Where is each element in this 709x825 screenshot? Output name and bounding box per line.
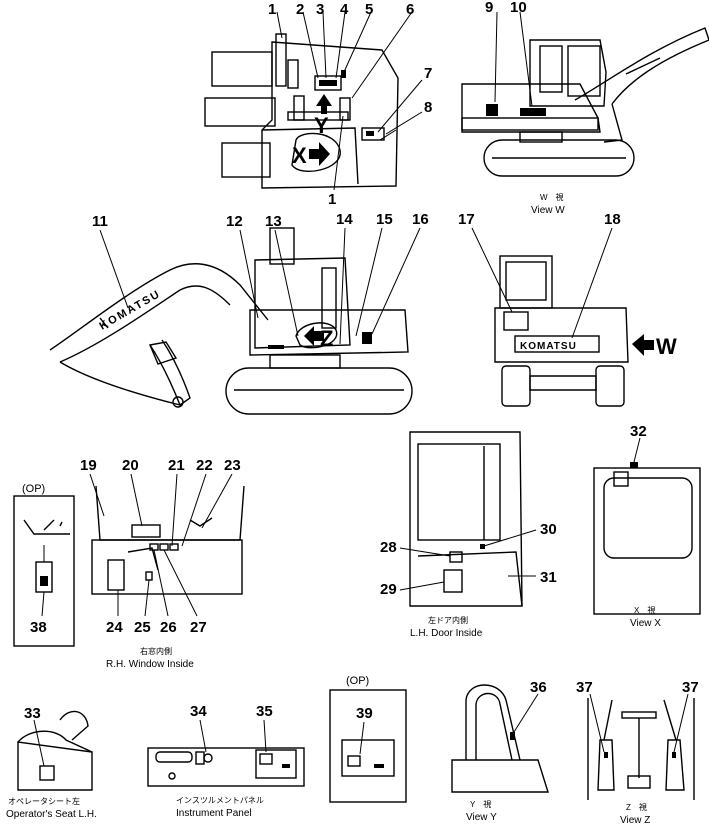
callout-36: 36: [530, 679, 547, 696]
callout-12: 12: [226, 213, 243, 230]
callout-24: 24: [106, 619, 123, 636]
view-y-caption-jp: Y 視: [470, 800, 491, 809]
rh-window-inside: [89, 473, 245, 617]
rh-window-caption: R.H. Window Inside: [106, 659, 194, 670]
excavator-side-view: KOMATSU Z: [49, 227, 421, 415]
callout-34: 34: [190, 703, 207, 720]
callout-22: 22: [196, 457, 213, 474]
instrument-panel: [147, 719, 305, 787]
callout-13: 13: [265, 213, 282, 230]
callout-7: 7: [424, 65, 432, 82]
view-y-panel: [451, 684, 549, 793]
callout-33: 33: [24, 705, 41, 722]
view-w-arrow-label: W: [656, 334, 677, 359]
view-x-caption-jp: X 視: [634, 606, 655, 615]
callout-15: 15: [376, 211, 393, 228]
callout-31: 31: [540, 569, 557, 586]
lh-door-caption-jp: 左ドア内側: [428, 615, 468, 625]
boom-logo-text: KOMATSU: [98, 288, 164, 333]
top-view-cab: Y X: [204, 11, 423, 191]
callout-1-bottom: 1: [328, 191, 336, 208]
callout-32: 32: [630, 423, 647, 440]
callout-3: 3: [316, 1, 324, 18]
lh-door-caption: L.H. Door Inside: [410, 628, 483, 639]
view-w-caption-jp: W 視: [540, 193, 564, 202]
callout-38: 38: [30, 619, 47, 636]
callout-16: 16: [412, 211, 429, 228]
view-z-caption: View Z: [620, 815, 650, 825]
callout-37-right: 37: [682, 679, 699, 696]
callout-29: 29: [380, 581, 397, 598]
callout-14: 14: [336, 211, 353, 228]
instrument-panel-caption: Instrument Panel: [176, 808, 252, 819]
callout-19: 19: [80, 457, 97, 474]
callout-1: 1: [268, 1, 276, 18]
rh-window-caption-jp: 右窓内側: [140, 646, 172, 656]
callout-10: 10: [510, 0, 527, 16]
callout-11: 11: [92, 213, 108, 230]
callout-35: 35: [256, 703, 273, 720]
view-w-caption: View W: [531, 205, 565, 216]
callout-18: 18: [604, 211, 621, 228]
op-box-left: [13, 495, 75, 647]
op-label-left: (OP): [22, 483, 45, 495]
instrument-panel-caption-jp: インスツルメントパネル: [176, 796, 264, 805]
callout-8: 8: [424, 99, 432, 116]
callout-39: 39: [356, 705, 373, 722]
callout-9: 9: [485, 0, 493, 16]
view-z-panel: [587, 693, 695, 800]
view-y-caption: View Y: [466, 812, 497, 823]
view-x-arrow-label: X: [292, 143, 307, 168]
callout-4: 4: [340, 1, 349, 18]
callout-21: 21: [168, 457, 185, 474]
rear-logo-text: KOMATSU: [520, 341, 577, 352]
view-w-excavator: [461, 11, 709, 177]
callout-37: 37: [576, 679, 593, 696]
callout-20: 20: [122, 457, 139, 474]
callout-27: 27: [190, 619, 207, 636]
op-label-middle: (OP): [346, 675, 369, 687]
operators-seat: [17, 710, 93, 791]
callout-23: 23: [224, 457, 241, 474]
callout-2: 2: [296, 1, 304, 18]
op-box-middle: [329, 689, 407, 803]
view-y-arrow-label: Y: [314, 113, 329, 138]
callout-5: 5: [365, 1, 373, 18]
callout-28: 28: [380, 539, 397, 556]
lh-door-inside: [399, 431, 537, 607]
callout-6: 6: [406, 1, 414, 18]
view-z-caption-jp: Z 視: [626, 803, 647, 812]
operator-seat-caption-jp: オペレータシート左: [8, 796, 80, 806]
callout-17: 17: [458, 211, 475, 228]
view-z-arrow-label: Z: [320, 326, 333, 351]
operator-seat-caption: Operator's Seat L.H.: [6, 809, 97, 820]
view-x-panel: [593, 437, 701, 615]
rear-view-excavator: KOMATSU: [471, 227, 654, 407]
callout-25: 25: [134, 619, 151, 636]
view-x-caption: View X: [630, 618, 661, 629]
callout-30: 30: [540, 521, 557, 538]
callout-26: 26: [160, 619, 177, 636]
